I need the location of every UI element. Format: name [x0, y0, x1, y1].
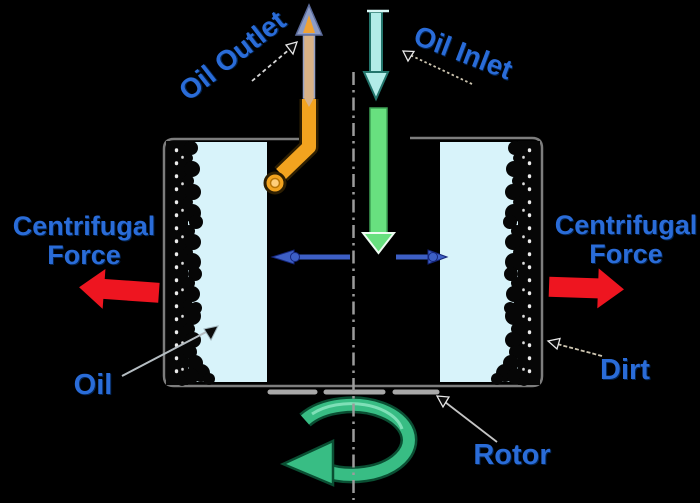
oil-outlet-pipe	[263, 99, 319, 195]
dirt-label: Dirt	[600, 354, 650, 386]
rotor-label: Rotor	[473, 439, 551, 471]
centrifugal-force-arrow-left	[79, 269, 160, 309]
oil-inlet-pipe	[360, 107, 397, 255]
rotor-pointer-arrow	[435, 395, 498, 443]
dirt-texture-right	[491, 141, 540, 386]
centrifugal-force-left-line1: Centrifugal	[12, 211, 156, 241]
dirt-texture-left	[166, 141, 215, 386]
centrifugal-force-left-label: Centrifugal Force	[2, 212, 166, 270]
oil-pointer-arrow	[121, 325, 219, 377]
centrifugal-force-right-line2: Force	[589, 239, 663, 269]
centrifugal-force-right-label: Centrifugal Force	[544, 211, 700, 269]
rotation-arrow-head	[279, 439, 335, 487]
radial-flow-arrow-left	[270, 249, 350, 265]
oil-outlet-pointer-arrow	[251, 41, 299, 82]
oil-inlet-pointer-arrow	[401, 50, 473, 85]
rotation-arrow	[279, 396, 418, 487]
oil-inlet-flow-arrow	[362, 9, 390, 102]
oil-inlet-flow-arrow-head	[362, 71, 390, 102]
centrifugal-force-left-line2: Force	[47, 240, 121, 270]
dirt-pointer-arrow	[546, 337, 603, 357]
oil-label: Oil	[73, 369, 113, 401]
oil-inlet-pipe-arrow-head	[360, 232, 397, 255]
centrifugal-force-arrow-right	[548, 268, 624, 309]
oil-outlet-flow-arrow	[294, 3, 324, 107]
radial-flow-arrow-right	[396, 249, 449, 265]
centrifugal-force-right-line1: Centrifugal	[554, 210, 698, 240]
